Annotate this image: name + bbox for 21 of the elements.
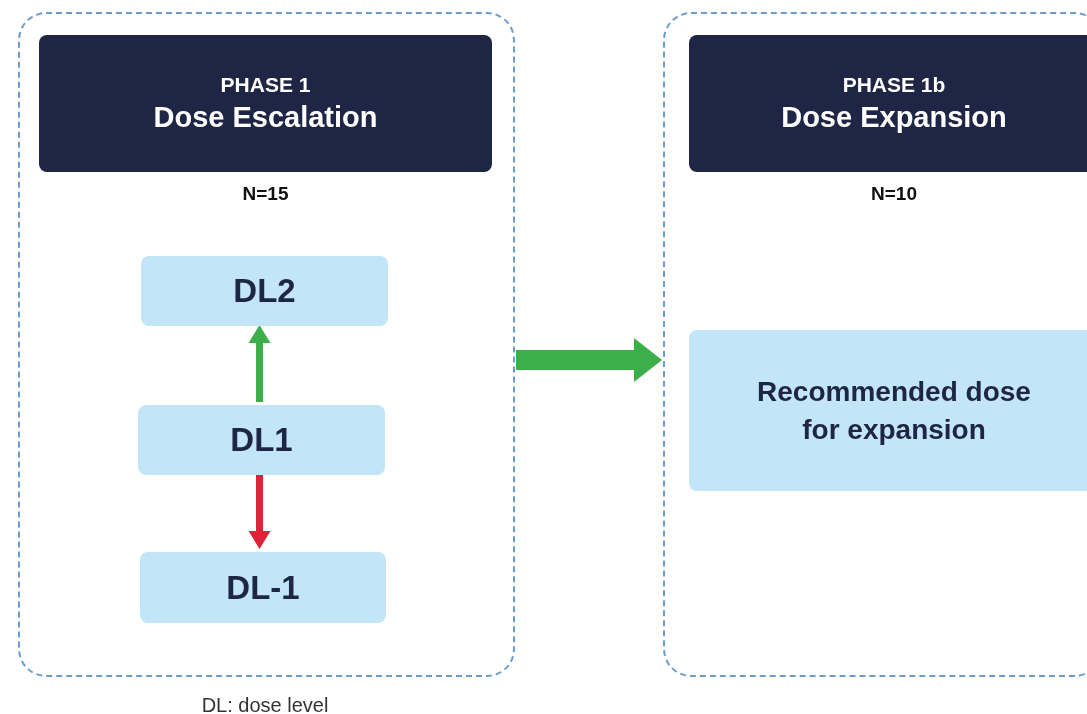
dose-level-label: DL-1 [226,567,300,608]
arrow [516,338,662,382]
dose-level-box [141,256,388,326]
box-text: Recommended dose for expansion [756,374,1032,447]
footnote: DL: dose level [200,693,330,714]
sample-size: N=10 [870,182,918,206]
phase-title: PHASE 1 [220,72,311,99]
phase-name: Dose Expansion [781,99,1007,135]
phase-header [39,35,492,172]
dose-level-label: DL1 [230,420,293,461]
dose-level-box [138,405,385,475]
phase-name: Dose Escalation [153,99,378,135]
dashed-group-frame [18,12,515,677]
dashed-group-frame [663,12,1087,677]
sample-size: N=15 [241,182,290,206]
arrow [248,474,271,549]
phase-title: PHASE 1b [842,72,946,99]
phase-header [689,35,1087,172]
dose-level-label: DL2 [233,271,296,312]
recommended-dose-box [689,330,1087,491]
dose-level-box [140,552,386,623]
